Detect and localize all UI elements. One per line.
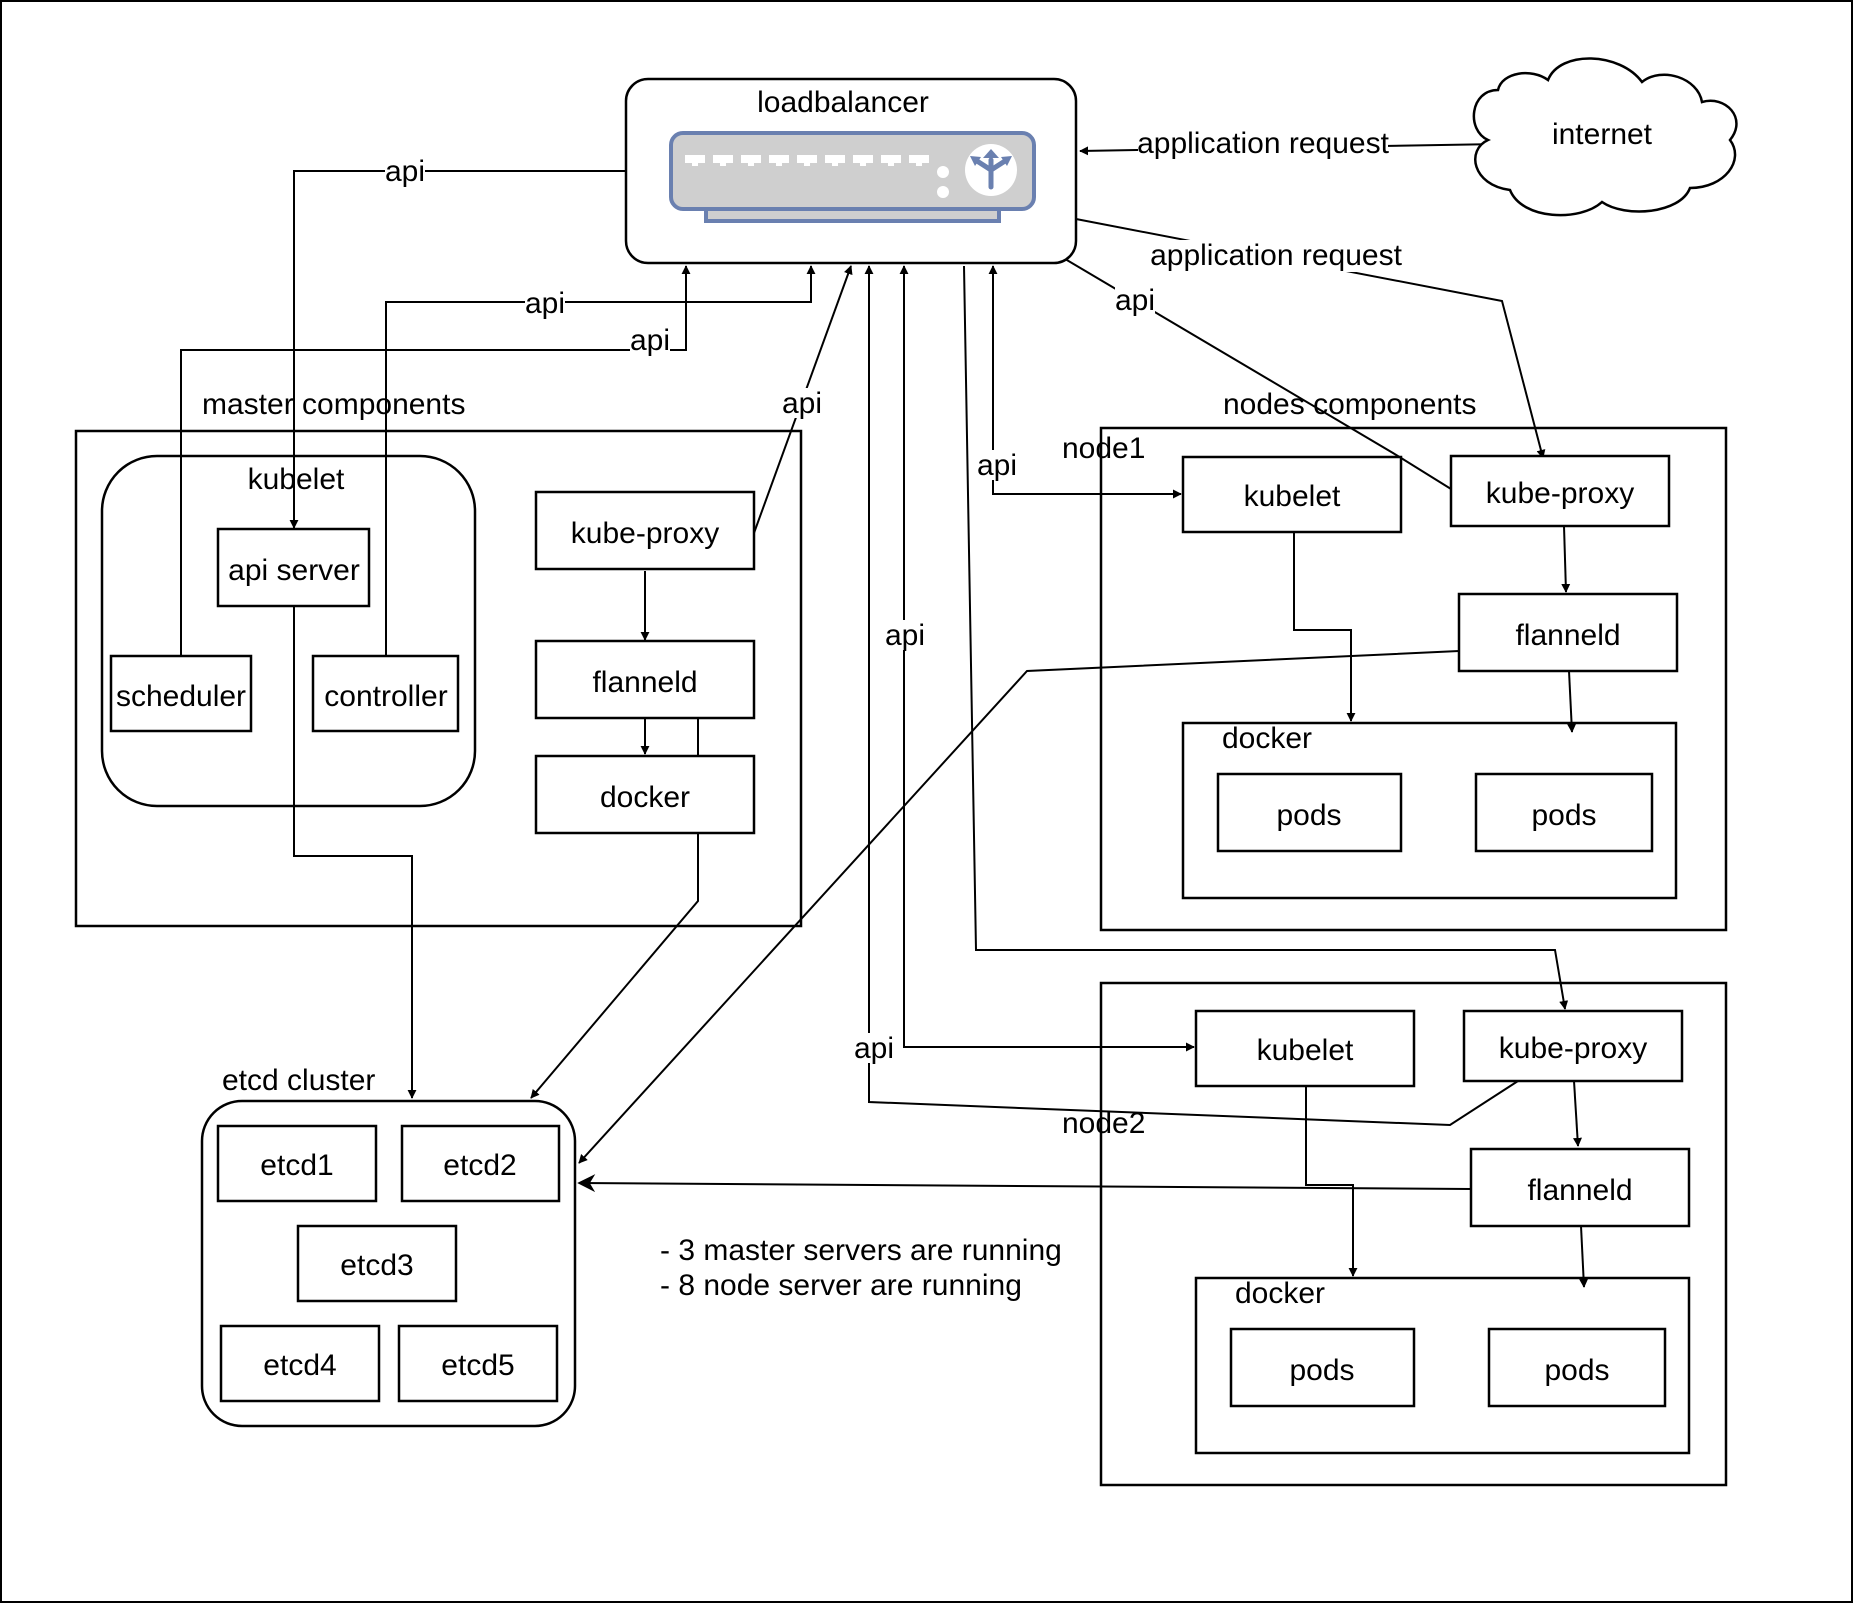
etcd5-node bbox=[397, 1324, 559, 1403]
controller-node bbox=[311, 654, 460, 733]
edge-node2-kubelet-to-docker bbox=[1305, 1086, 1358, 1277]
edge-label-application-request: application request bbox=[1150, 239, 1403, 272]
etcd-cluster-title: etcd cluster bbox=[222, 1064, 375, 1097]
edge-label-api: api bbox=[854, 1032, 894, 1065]
node1-label: node1 bbox=[1062, 432, 1145, 465]
edge-node1-flanneld-to-etcd bbox=[578, 650, 1460, 1164]
internet-label: internet bbox=[1552, 118, 1653, 151]
master-kube-proxy-node bbox=[534, 490, 756, 571]
master-docker-node bbox=[534, 754, 756, 835]
edge-lb-node2-kubelet bbox=[899, 265, 1195, 1052]
etcd3-node bbox=[296, 1224, 458, 1303]
scheduler-node bbox=[109, 654, 253, 733]
edges bbox=[180, 143, 1589, 1288]
node2-pods-2-label: pods bbox=[1544, 1354, 1609, 1387]
etcd5-label: etcd5 bbox=[441, 1349, 514, 1382]
master-components-container bbox=[74, 429, 803, 928]
node1-kube-proxy-node bbox=[1449, 454, 1671, 528]
master-flanneld-label: flanneld bbox=[592, 666, 697, 699]
node2-kubelet-label: kubelet bbox=[1257, 1034, 1354, 1067]
node1-kubelet-node bbox=[1181, 455, 1403, 534]
api-server-node bbox=[216, 527, 371, 608]
edge-label-api: api bbox=[782, 387, 822, 420]
etcd2-label: etcd2 bbox=[443, 1149, 516, 1182]
edge-node1-proxy-to-flanneld bbox=[1561, 525, 1571, 593]
master-docker-label: docker bbox=[600, 781, 690, 814]
etcd4-node bbox=[219, 1324, 381, 1403]
edge-node1-flanneld-to-docker bbox=[1567, 670, 1577, 733]
edge-node2-flanneld-to-etcd bbox=[577, 1174, 1472, 1193]
cloud-icon bbox=[1472, 57, 1738, 217]
node2-kubelet-node bbox=[1194, 1009, 1416, 1088]
note-node-servers: - 8 node server are running bbox=[660, 1269, 1022, 1302]
edge-node1-kubelet-to-docker bbox=[1293, 532, 1356, 722]
edge-apiserver-to-etcd bbox=[293, 606, 417, 1099]
etcd1-label: etcd1 bbox=[260, 1149, 333, 1182]
edge-label-api: api bbox=[1115, 284, 1155, 317]
loadbalancer-label: loadbalancer bbox=[757, 86, 929, 119]
edge-label-api: api bbox=[630, 324, 670, 357]
scheduler-label: scheduler bbox=[116, 680, 246, 713]
kubelet-group bbox=[100, 454, 477, 808]
node1-pods-1-label: pods bbox=[1276, 799, 1341, 832]
node2-docker-label: docker bbox=[1235, 1277, 1325, 1310]
edge-lb-to-apiserver bbox=[289, 170, 626, 529]
node2-label: node2 bbox=[1062, 1107, 1145, 1140]
kubelet-group-label: kubelet bbox=[248, 463, 345, 496]
node1-kubelet-label: kubelet bbox=[1244, 480, 1341, 513]
node2-kube-proxy-label: kube-proxy bbox=[1499, 1032, 1647, 1065]
master-flanneld-node bbox=[534, 639, 756, 720]
etcd4-label: etcd4 bbox=[263, 1349, 336, 1382]
node1-docker-label: docker bbox=[1222, 722, 1312, 755]
etcd-cluster-container bbox=[200, 1099, 577, 1428]
edge-label-application-request: application request bbox=[1137, 127, 1390, 160]
etcd3-label: etcd3 bbox=[340, 1249, 413, 1282]
nodes-components-title: nodes components bbox=[1223, 388, 1477, 421]
edge-label-api: api bbox=[385, 155, 425, 188]
edge-label-api: api bbox=[977, 449, 1017, 482]
controller-label: controller bbox=[324, 680, 447, 713]
node2-pods-1 bbox=[1229, 1327, 1416, 1408]
load-balancer-device-icon bbox=[669, 131, 1036, 223]
node1-flanneld-label: flanneld bbox=[1515, 619, 1620, 652]
node2-flanneld-node bbox=[1469, 1147, 1691, 1228]
edge-labels: api api api api api api api api applicat… bbox=[385, 127, 1403, 1065]
etcd1-node bbox=[216, 1124, 378, 1203]
node2-pods-1-label: pods bbox=[1289, 1354, 1354, 1387]
node1-pods-1 bbox=[1216, 772, 1403, 853]
node2-flanneld-label: flanneld bbox=[1527, 1174, 1632, 1207]
master-kube-proxy-label: kube-proxy bbox=[571, 517, 719, 550]
master-components-title: master components bbox=[202, 388, 465, 421]
edge-node2-proxy-to-lb bbox=[864, 265, 1519, 1127]
edge-node2-flanneld-to-docker bbox=[1579, 1225, 1589, 1288]
etcd2-node bbox=[400, 1124, 561, 1203]
node2-kube-proxy-node bbox=[1462, 1009, 1684, 1083]
node2-pods-2 bbox=[1487, 1327, 1667, 1408]
node1-kube-proxy-label: kube-proxy bbox=[1486, 477, 1634, 510]
edge-scheduler-to-lb bbox=[180, 265, 691, 656]
node2-container bbox=[1099, 981, 1728, 1487]
edge-lb-to-node2-proxy bbox=[963, 265, 1569, 1010]
node1-pods-2 bbox=[1474, 772, 1654, 853]
edge-label-api: api bbox=[885, 619, 925, 652]
note-master-servers: - 3 master servers are running bbox=[660, 1234, 1062, 1267]
edge-label-api: api bbox=[525, 287, 565, 320]
edge-node2-proxy-to-flanneld bbox=[1573, 1080, 1582, 1147]
api-server-label: api server bbox=[228, 554, 360, 587]
node1-flanneld-node bbox=[1457, 592, 1679, 673]
edge-controller-to-lb bbox=[385, 265, 816, 656]
node1-pods-2-label: pods bbox=[1531, 799, 1596, 832]
